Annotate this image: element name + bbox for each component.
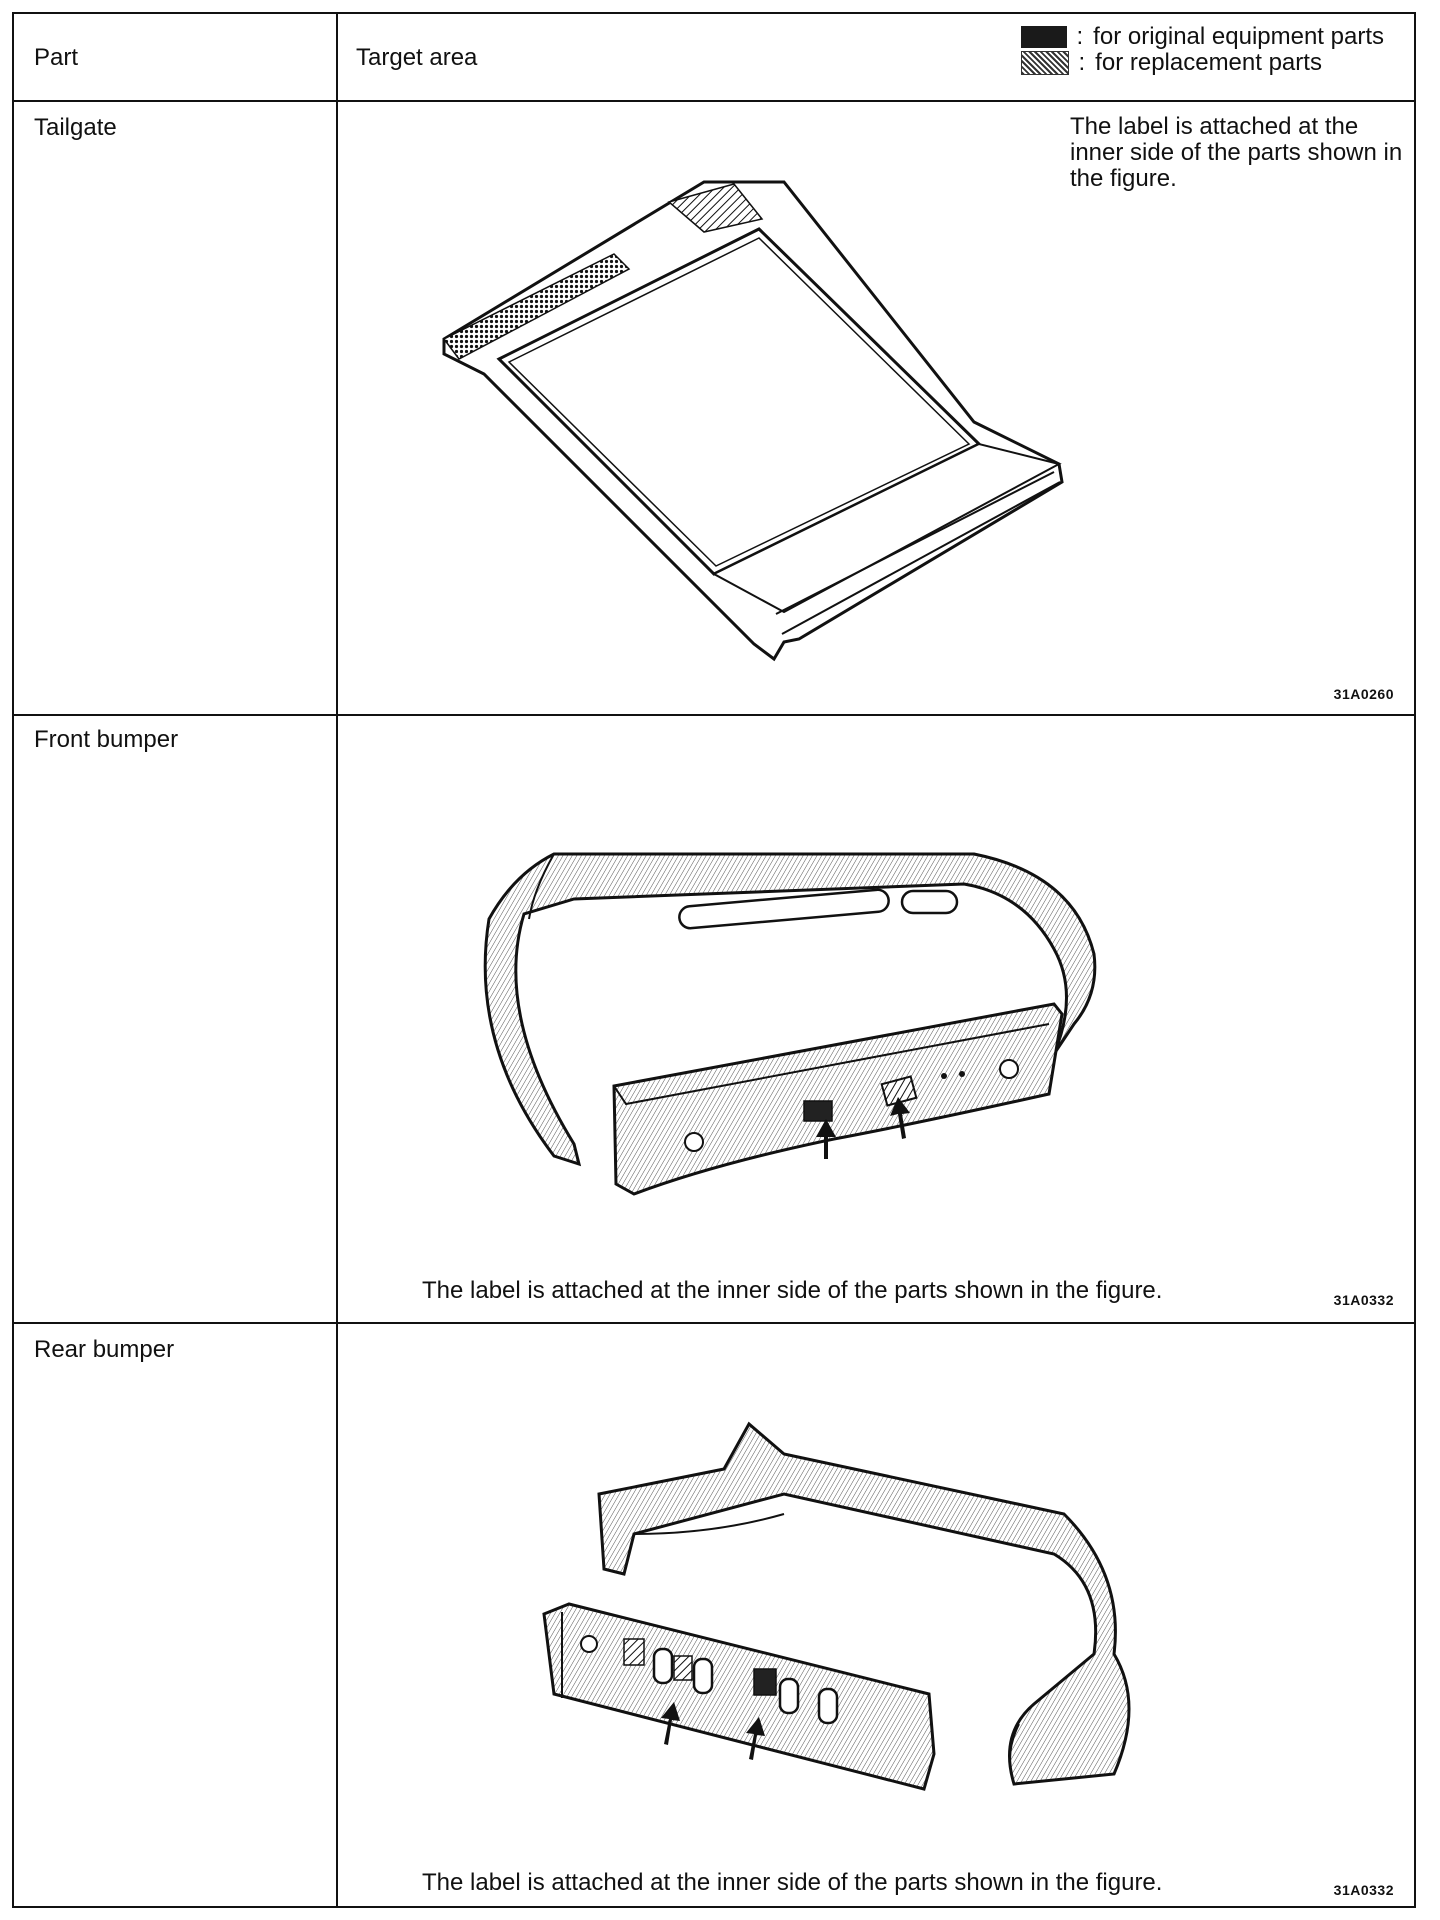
row-divider-1 (14, 714, 1414, 716)
tailgate-illustration (442, 180, 1064, 662)
front-bumper-illustration (483, 852, 1097, 1196)
legend-original: : for original equipment parts (1020, 23, 1384, 50)
parts-table: Part Target area : for original equipmen… (12, 12, 1416, 1908)
rear-bumper-note: The label is attached at the inner side … (422, 1869, 1163, 1896)
rear-bumper-figure-code: 31A0332 (1333, 1882, 1394, 1898)
row-divider-2 (14, 1322, 1414, 1324)
front-bumper-note: The label is attached at the inner side … (422, 1277, 1163, 1304)
header-part: Part (34, 44, 79, 71)
tailgate-figure-code: 31A0260 (1333, 686, 1394, 702)
legend: : for original equipment parts : for rep… (1020, 23, 1385, 76)
legend-replacement: : for replacement parts (1020, 49, 1385, 76)
rear-bumper-illustration (542, 1421, 1131, 1791)
dotted-swatch-icon (1020, 51, 1069, 75)
part-rear-bumper: Rear bumper (34, 1336, 175, 1363)
legend-original-label: for original equipment parts (1093, 23, 1384, 50)
column-divider (336, 14, 338, 1906)
part-front-bumper: Front bumper (34, 726, 179, 753)
front-bumper-figure-code: 31A0332 (1333, 1292, 1394, 1308)
part-tailgate: Tailgate (34, 114, 117, 141)
legend-replacement-label: for replacement parts (1095, 49, 1322, 76)
tailgate-note: The label is attached at the inner side … (1070, 113, 1403, 192)
header-divider (14, 100, 1414, 102)
header-target-area: Target area (356, 44, 478, 71)
dark-swatch-icon (1020, 26, 1067, 48)
